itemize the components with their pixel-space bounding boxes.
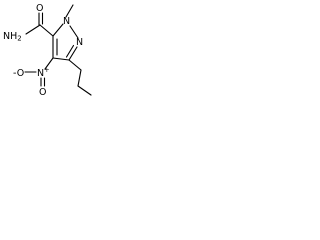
molecule-structure: NH2 O N N N+ -O O	[3, 3, 92, 98]
atom-label-nitro-o-minus: -O	[13, 68, 24, 79]
bond-n1-n2	[69, 25, 79, 39]
atom-label-nitro-n: N+	[37, 66, 50, 79]
atom-label-carbonyl-o: O	[36, 3, 43, 14]
atom-label-ring-n1: N	[63, 16, 70, 27]
atom-label-ring-n2: N	[76, 37, 83, 48]
bond-c5-carbonyl	[39, 24, 54, 37]
bond-propyl-2-3	[77, 85, 92, 96]
bond-c3-c4	[52, 57, 70, 61]
bond-n1-methyl	[65, 4, 74, 18]
bond-c5-n1	[52, 23, 64, 37]
bond-n2-c3-double	[65, 44, 75, 58]
atom-label-nh2: NH2	[3, 31, 22, 43]
atom-labels: NH2 O N N N+ -O O	[3, 3, 83, 98]
atom-label-nitro-o: O	[39, 87, 46, 98]
bond-c3-propyl-1	[68, 59, 82, 71]
bonds	[24, 4, 92, 96]
bond-n2-c3	[68, 46, 78, 61]
bond-propyl-1-2	[77, 69, 82, 87]
bond-c4-nitro-n	[44, 57, 54, 70]
bond-carbonyl-nh2	[25, 24, 41, 35]
